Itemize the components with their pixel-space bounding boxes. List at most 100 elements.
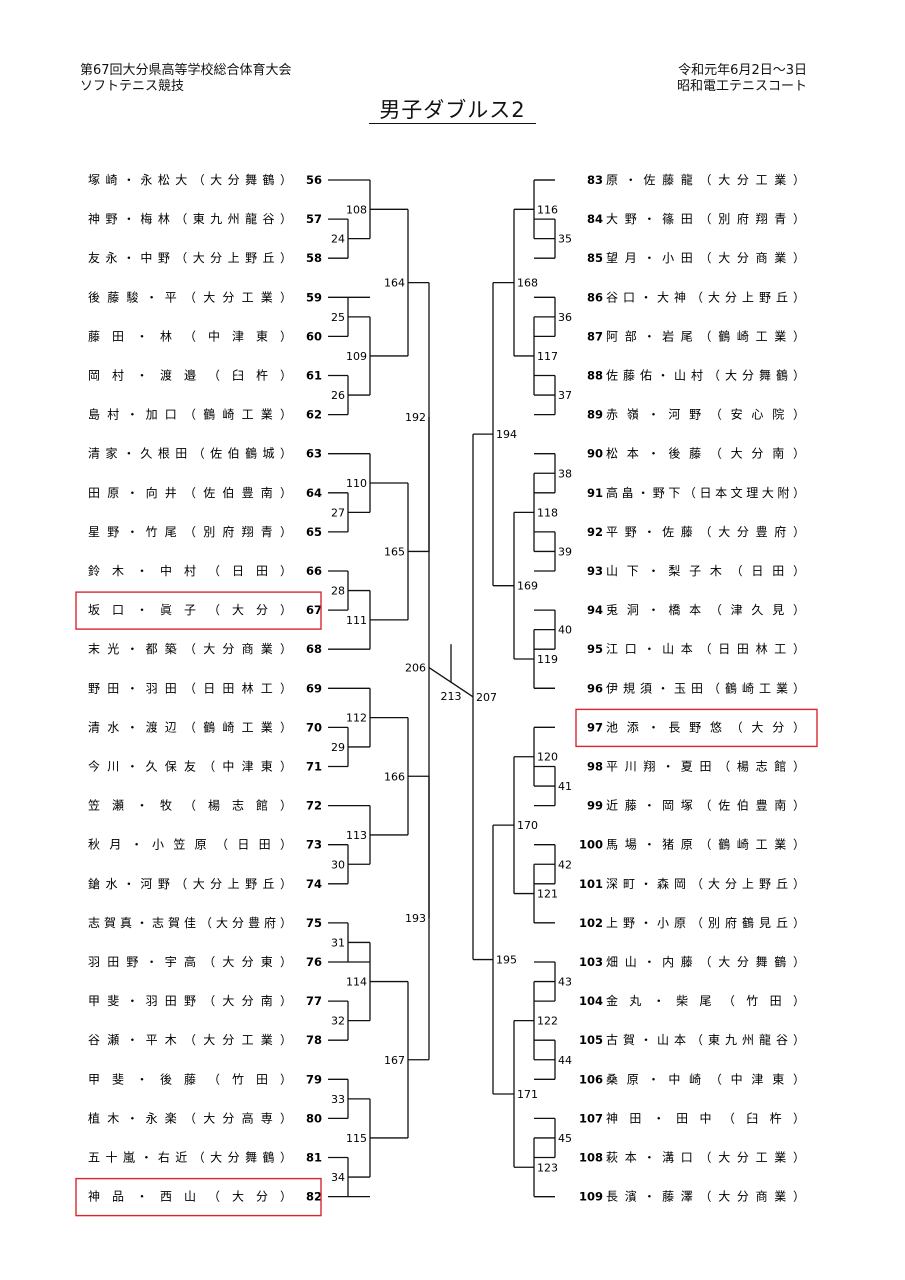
player-seed-number: 100	[579, 838, 603, 852]
match-r1-number: 27	[331, 506, 345, 519]
player-pair: 神野・梅林（東九州龍谷）	[88, 211, 293, 226]
player-seed-number: 96	[587, 681, 603, 695]
match-r1-number: 28	[331, 585, 345, 598]
player-pair: 鈴木・中村（日田）	[88, 563, 293, 578]
player-pair: 平野・佐藤（大分豊府）	[606, 524, 806, 539]
match-r1-number: 32	[331, 1015, 345, 1028]
player-pair: 古賀・山本（東九州龍谷）	[606, 1032, 806, 1047]
match-r3-number: 167	[384, 1054, 405, 1067]
player-pair: 山下・梨子木（日田）	[606, 564, 806, 578]
player-seed-number: 73	[306, 838, 322, 852]
player-seed-number: 105	[579, 1033, 603, 1047]
player-seed-number: 109	[579, 1190, 603, 1204]
player-pair: 兎洞・橋本（津久見）	[606, 603, 806, 617]
player-pair: 伊規須・玉田（鶴崎工業）	[606, 680, 806, 695]
match-r3-number: 166	[384, 770, 405, 783]
match-r3-number: 169	[517, 580, 538, 593]
player-pair: 友永・中野（大分上野丘）	[88, 250, 293, 265]
tournament-header-left: 第67回大分県高等学校総合体育大会 ソフトテニス競技	[80, 63, 292, 95]
match-r2-number: 120	[537, 751, 558, 764]
player-seed-number: 64	[306, 486, 322, 500]
match-r1-number: 33	[331, 1093, 345, 1106]
final-match-number: 213	[441, 690, 462, 703]
player-pair: 桑原・中崎（中津東）	[606, 1071, 806, 1086]
player-pair: 佐藤佑・山村（大分舞鶴）	[606, 368, 806, 383]
player-pair: 上野・小原（別府鶴見丘）	[606, 915, 806, 930]
player-seed-number: 93	[587, 564, 603, 578]
page-title-wrap: 男子ダブルス2	[0, 97, 905, 124]
player-seed-number: 57	[306, 212, 322, 226]
player-pair: 坂口・眞子（大分）	[88, 603, 293, 617]
match-r2-number: 111	[346, 614, 367, 627]
match-r4-number: 193	[405, 912, 426, 925]
player-pair: 平川翔・夏田（楊志館）	[606, 759, 806, 774]
tournament-venue: 昭和電工テニスコート	[676, 79, 807, 94]
match-r3-number: 164	[384, 277, 405, 290]
match-r2-number: 119	[537, 653, 558, 666]
player-seed-number: 90	[587, 447, 603, 461]
highlight-box	[575, 708, 818, 748]
player-pair: 谷口・大神（大分上野丘）	[606, 290, 806, 304]
match-r2-number: 114	[346, 976, 367, 989]
player-seed-number: 79	[306, 1072, 322, 1086]
player-seed-number: 62	[306, 408, 322, 422]
player-pair: 望月・小田（大分商業）	[606, 250, 806, 265]
player-seed-number: 86	[587, 290, 603, 304]
player-seed-number: 99	[587, 799, 603, 813]
match-r1-number: 34	[331, 1171, 345, 1184]
player-seed-number: 80	[306, 1111, 322, 1125]
match-r4-number: 195	[496, 954, 517, 967]
player-seed-number: 87	[587, 329, 603, 343]
match-r2-number: 117	[537, 350, 558, 363]
player-pair: 神田・田中（臼杵）	[606, 1110, 806, 1125]
match-r4-number: 192	[405, 411, 426, 424]
player-pair: 後藤駿・平（大分工業）	[88, 290, 293, 304]
match-r2-number: 113	[346, 829, 367, 842]
player-pair: 田原・向井（佐伯豊南）	[88, 485, 293, 500]
player-seed-number: 85	[587, 251, 603, 265]
match-r1-number: 40	[558, 624, 572, 637]
player-seed-number: 94	[587, 603, 603, 617]
match-r2-number: 109	[346, 350, 367, 363]
player-seed-number: 88	[587, 369, 603, 383]
player-pair: 江口・山本（日田林工）	[606, 642, 806, 656]
match-r1-number: 42	[558, 858, 572, 871]
match-r3-number: 170	[517, 819, 538, 832]
player-seed-number: 65	[306, 525, 322, 539]
player-seed-number: 89	[587, 408, 603, 422]
player-seed-number: 98	[587, 760, 603, 774]
player-pair: 高畠・野下（日本文理大附）	[606, 485, 806, 500]
player-seed-number: 76	[306, 955, 322, 969]
player-pair: 阿部・岩尾（鶴崎工業）	[606, 328, 806, 343]
match-r1-number: 41	[558, 780, 572, 793]
final-line	[428, 666, 474, 698]
player-pair: 畑山・内藤（大分舞鶴）	[606, 954, 806, 969]
match-r2-number: 121	[537, 888, 558, 901]
match-r3-number: 165	[384, 545, 405, 558]
tournament-date: 令和元年6月2日～3日	[678, 63, 807, 78]
player-seed-number: 56	[306, 173, 322, 187]
player-seed-number: 69	[306, 681, 322, 695]
match-r1-number: 30	[331, 858, 345, 871]
match-r2-number: 108	[346, 203, 367, 216]
player-seed-number: 83	[587, 173, 603, 187]
player-seed-number: 92	[587, 525, 603, 539]
player-seed-number: 102	[579, 916, 603, 930]
player-pair: 植木・永楽（大分高専）	[88, 1110, 293, 1125]
player-pair: 清水・渡辺（鶴崎工業）	[88, 719, 293, 734]
player-pair: 松本・後藤（大分南）	[606, 446, 806, 461]
player-pair: 星野・竹尾（別府翔青）	[88, 524, 293, 539]
match-r1-number: 29	[331, 741, 345, 754]
match-r1-number: 24	[331, 233, 345, 246]
player-pair: 近藤・岡塚（佐伯豊南）	[606, 798, 806, 813]
player-seed-number: 61	[306, 369, 322, 383]
player-seed-number: 103	[579, 955, 603, 969]
player-pair: 神品・西山（大分）	[88, 1190, 293, 1204]
match-r3-number: 168	[517, 277, 538, 290]
player-pair: 谷瀬・平木（大分工業）	[88, 1033, 293, 1047]
match-r2-number: 123	[537, 1161, 558, 1174]
player-seed-number: 66	[306, 564, 322, 578]
player-seed-number: 58	[306, 251, 322, 265]
match-r2-number: 110	[346, 477, 367, 490]
match-r1-number: 31	[331, 936, 345, 949]
